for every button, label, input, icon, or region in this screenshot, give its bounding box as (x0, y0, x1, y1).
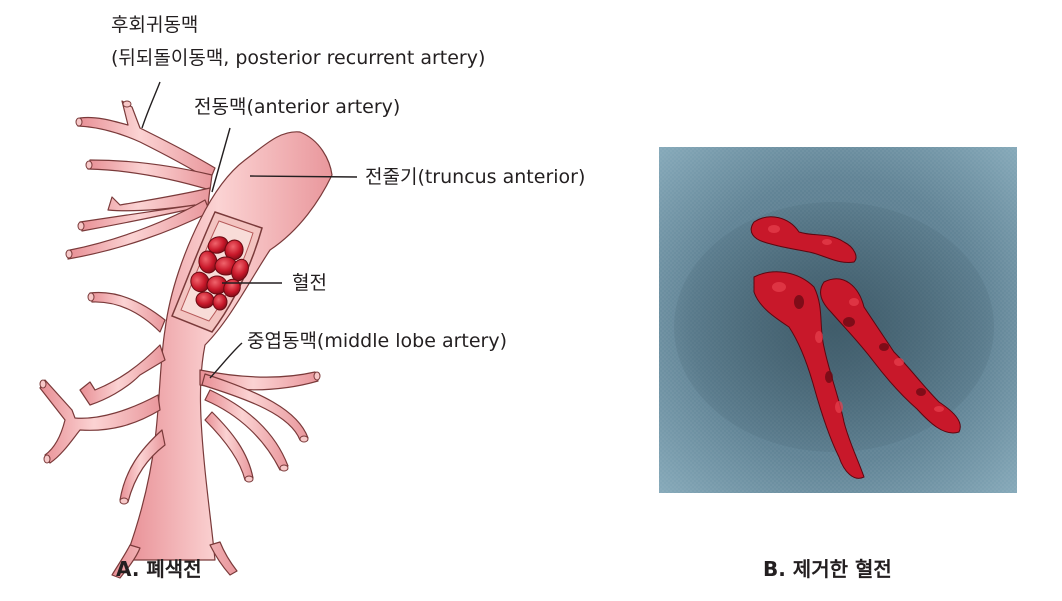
label-truncus-anterior: 전줄기(truncus anterior) (365, 166, 586, 188)
cap-11 (279, 464, 289, 472)
branch-upper-3 (79, 187, 211, 232)
trunk-roots (111, 541, 238, 579)
label-thrombus: 혈전 (292, 272, 327, 294)
leader-middle-lobe (209, 342, 243, 379)
vessel-tree (39, 100, 333, 579)
clot-left-strand (753, 271, 865, 479)
label-posterior-recurrent-artery-korean: 후회귀동맥 (111, 14, 199, 36)
branch-left-2 (79, 344, 166, 406)
cap-5 (65, 249, 73, 259)
leader-truncus-anterior (249, 175, 358, 178)
removed-thrombus-photo (659, 147, 1017, 493)
cap-13 (119, 497, 129, 505)
cap-9 (313, 371, 321, 381)
cap-4 (77, 221, 85, 231)
cap-10 (299, 435, 309, 443)
cap-7 (39, 379, 47, 389)
branch-caps (39, 100, 321, 505)
clot-highlights (768, 225, 944, 413)
cap-1 (122, 100, 132, 108)
branch-left-1 (89, 291, 166, 333)
clot-right-strand (820, 278, 961, 434)
thrombus-window (171, 211, 263, 333)
label-posterior-recurrent-artery: (뒤되돌이동맥, posterior recurrent artery) (111, 47, 486, 69)
label-middle-lobe-artery: 중엽동맥(middle lobe artery) (247, 330, 508, 352)
branch-right-3 (204, 389, 289, 471)
label-anterior-artery: 전동맥(anterior artery) (194, 96, 401, 118)
cap-6 (87, 292, 95, 302)
clot-shadows (794, 295, 926, 396)
leader-anterior-artery (211, 127, 231, 193)
branch-left-3 (39, 379, 161, 464)
caption-figure-b: B. 제거한 혈전 (763, 557, 892, 581)
leader-posterior-recurrent (141, 81, 161, 129)
cap-8 (43, 454, 51, 464)
cap-2 (75, 117, 83, 127)
branch-upper-4 (67, 199, 211, 260)
caption-figure-a: A. 폐색전 (116, 557, 202, 581)
leader-lines (141, 81, 358, 379)
cap-12 (244, 475, 254, 483)
cap-3 (85, 160, 93, 170)
